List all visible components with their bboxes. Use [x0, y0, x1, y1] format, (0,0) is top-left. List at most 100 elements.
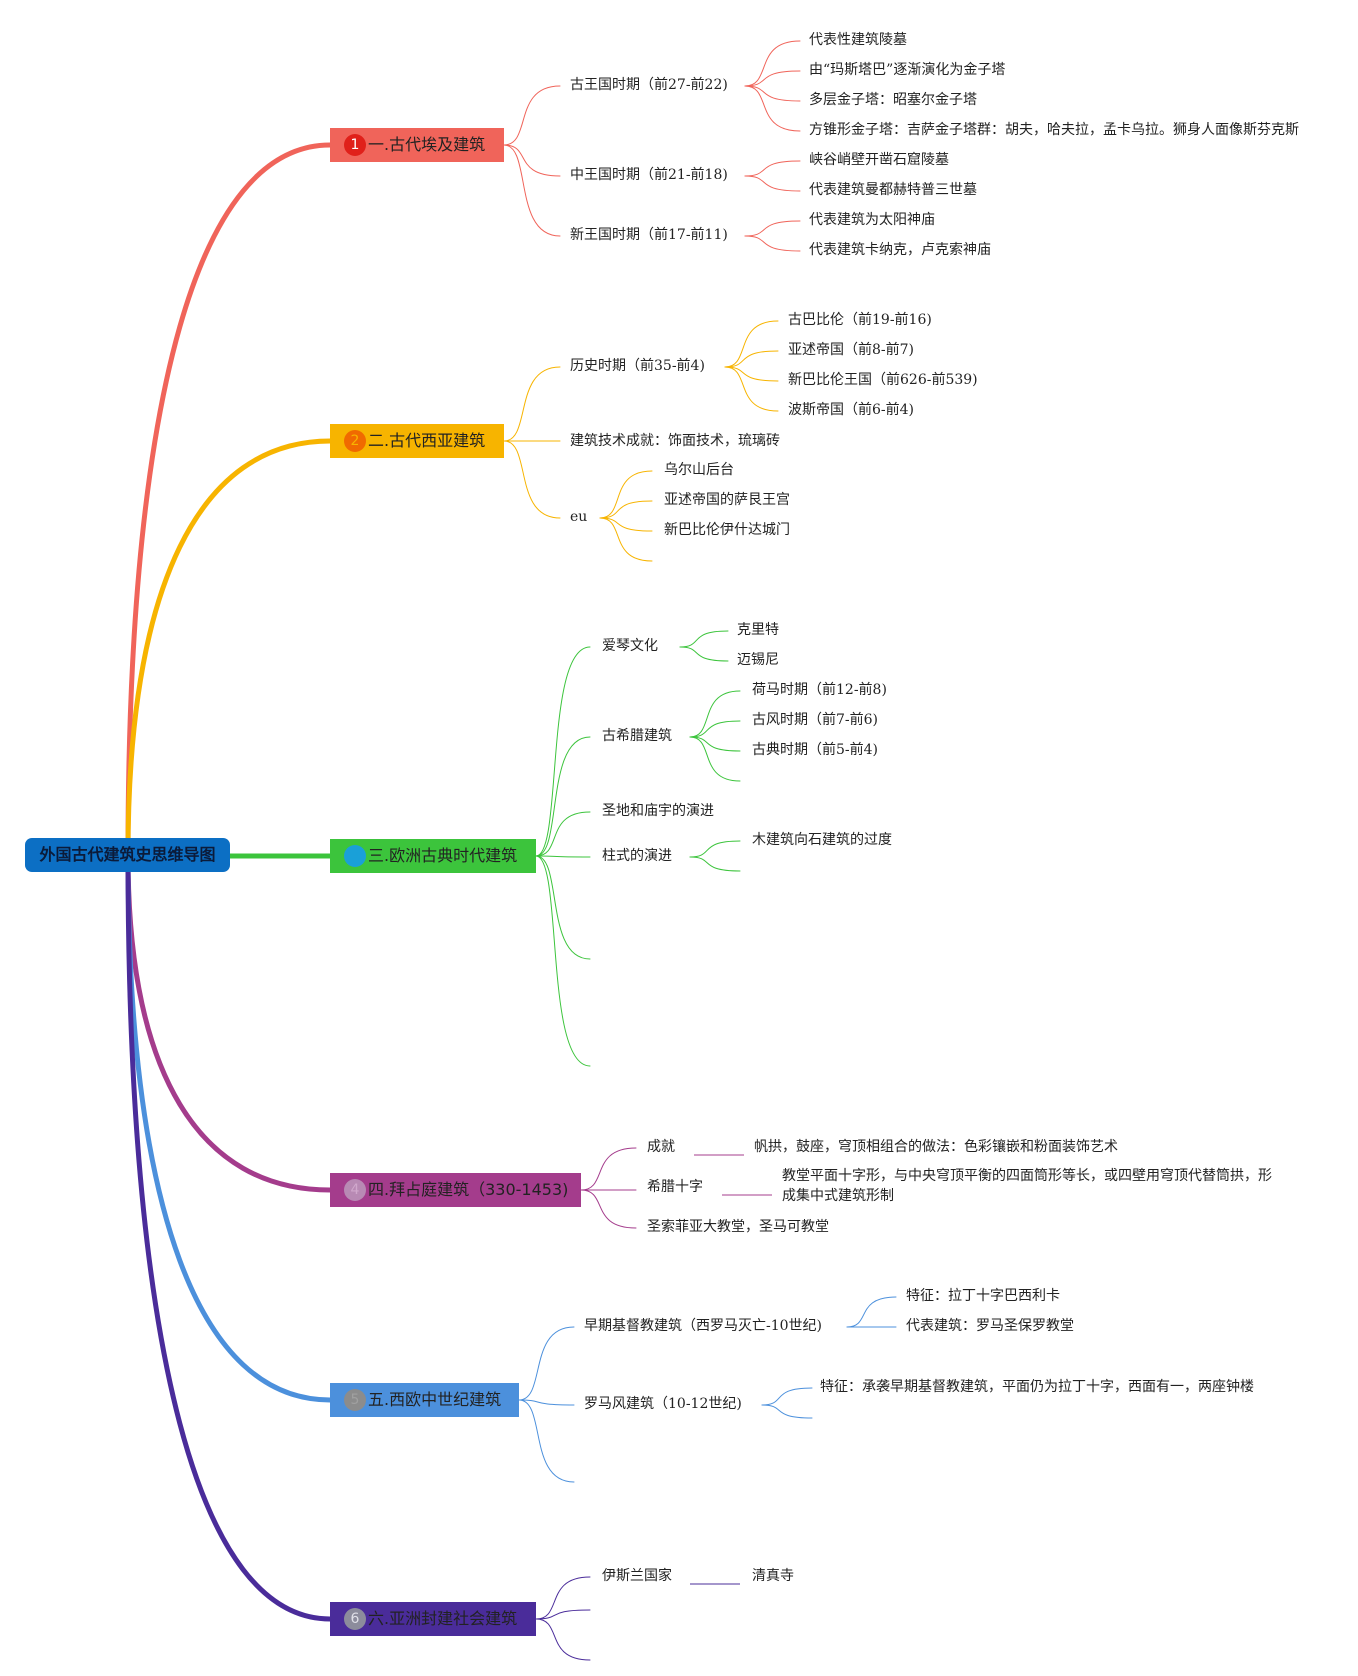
- leaf-node[interactable]: 克里特: [737, 622, 779, 638]
- leaf-node[interactable]: 帆拱，鼓座，穹顶相组合的做法：色彩镶嵌和粉面装饰艺术: [754, 1139, 1118, 1155]
- sub-node-islamic-countries[interactable]: 伊斯兰国家: [602, 1568, 672, 1584]
- leaf-node[interactable]: 教堂平面十字形，与中央穹顶平衡的四面筒形等长，或四壁用穹顶代替筒拱，形成集中式建…: [782, 1168, 1272, 1204]
- leaf-node[interactable]: 木建筑向石建筑的过度: [752, 832, 892, 848]
- leaf-node[interactable]: 新巴比伦王国（前626-前539): [788, 372, 978, 388]
- leaf-node[interactable]: 新巴比伦伊什达城门: [664, 522, 790, 538]
- leaf-node[interactable]: 古巴比伦（前19-前16): [788, 312, 932, 328]
- branch-link: [518, 1399, 575, 1483]
- branch-link: [580, 1147, 637, 1191]
- leaf-node[interactable]: 特征：拉丁十字巴西利卡: [906, 1288, 1060, 1304]
- sub-link: [689, 856, 741, 872]
- branch-link: [535, 1618, 591, 1661]
- sub-node-ancient-greek[interactable]: 古希腊建筑: [602, 728, 672, 744]
- leaf-node[interactable]: 特征：承袭早期基督教建筑，平面仍为拉丁十字，西面有一，两座钟楼: [820, 1379, 1254, 1395]
- sub-node-building-techniques[interactable]: 建筑技术成就：饰面技术，琉璃砖: [570, 433, 780, 449]
- sub-node-historical-periods[interactable]: 历史时期（前35-前4): [570, 358, 705, 374]
- sub-node-romanesque[interactable]: 罗马风建筑（10-12世纪): [584, 1396, 742, 1412]
- sub-link: [744, 160, 801, 177]
- sub-link: [689, 690, 741, 738]
- sub-node-greek-cross[interactable]: 希腊十字: [647, 1179, 703, 1195]
- sub-link: [744, 235, 801, 252]
- leaf-node[interactable]: 多层金子塔：昭塞尔金子塔: [809, 92, 977, 108]
- sub-link: [689, 720, 741, 738]
- root-link-1: [125, 142, 333, 858]
- leaf-node[interactable]: 由“玛斯塔巴”逐渐演化为金子塔: [809, 62, 1006, 78]
- branch-node-ancient-egypt[interactable]: 1 一.古代埃及建筑: [330, 128, 504, 162]
- branch-link: [580, 1189, 637, 1229]
- sub-link: [761, 1404, 813, 1419]
- branch-link: [535, 855, 591, 960]
- sub-node-famous-churches[interactable]: 圣索菲亚大教堂，圣马可教堂: [647, 1219, 829, 1235]
- sub-link: [846, 1296, 897, 1328]
- leaf-node[interactable]: 代表建筑为太阳神庙: [809, 212, 935, 228]
- leaf-node[interactable]: 峡谷峭壁开凿石窟陵墓: [809, 152, 949, 168]
- root-node[interactable]: 外国古代建筑史思维导图: [25, 838, 230, 872]
- sub-node-sanctuaries-temples[interactable]: 圣地和庙宇的演进: [602, 803, 714, 819]
- branch-link: [503, 144, 561, 237]
- sub-node-new-kingdom[interactable]: 新王国时期（前17-前11): [570, 227, 728, 243]
- sub-node-old-kingdom[interactable]: 古王国时期（前27-前22): [570, 77, 728, 93]
- sub-link: [679, 630, 729, 648]
- branch-link: [503, 440, 561, 519]
- sub-link: [761, 1387, 813, 1406]
- leaf-node[interactable]: 亚述帝国的萨艮王宫: [664, 492, 790, 508]
- branch-link: [503, 85, 561, 146]
- branch-label: 二.古代西亚建筑: [368, 431, 486, 450]
- sub-link: [744, 220, 801, 237]
- branch-node-ancient-west-asia[interactable]: 2 二.古代西亚建筑: [330, 424, 504, 458]
- sub-node-early-christian[interactable]: 早期基督教建筑（西罗马灭亡-10世纪): [584, 1318, 823, 1334]
- leaf-node[interactable]: 迈锡尼: [737, 652, 779, 668]
- leaf-node[interactable]: 清真寺: [752, 1568, 794, 1584]
- sub-link: [689, 736, 741, 782]
- branch-link: [535, 646, 591, 857]
- sub-node-aegean-culture[interactable]: 爱琴文化: [602, 638, 658, 654]
- leaf-node[interactable]: 代表建筑：罗马圣保罗教堂: [906, 1318, 1074, 1334]
- branch-node-asian-feudal[interactable]: 6 六.亚洲封建社会建筑: [330, 1602, 536, 1636]
- sub-link: [744, 85, 801, 102]
- leaf-node[interactable]: 乌尔山后台: [664, 462, 734, 478]
- sub-link: [724, 320, 779, 368]
- branch-label: 三.欧洲古典时代建筑: [368, 846, 518, 865]
- branch-number-badge: 2: [344, 430, 366, 452]
- leaf-node[interactable]: 代表性建筑陵墓: [809, 32, 907, 48]
- root-link-2: [125, 438, 333, 858]
- root-link-6: [125, 852, 333, 1622]
- sub-node-column-orders[interactable]: 柱式的演进: [602, 848, 672, 864]
- branch-link: [503, 366, 561, 442]
- sub-link: [599, 500, 653, 519]
- leaf-node[interactable]: 古风时期（前7-前6): [752, 712, 879, 728]
- sub-link: [744, 40, 801, 87]
- branch-link: [535, 855, 591, 858]
- leaf-node[interactable]: 代表建筑曼都赫特普三世墓: [809, 182, 977, 198]
- sub-link: [744, 175, 801, 192]
- branch-link: [518, 1326, 575, 1401]
- sub-link: [689, 840, 741, 858]
- leaf-node[interactable]: 荷马时期（前12-前8): [752, 682, 887, 698]
- branch-link: [535, 736, 591, 857]
- leaf-node[interactable]: 波斯帝国（前6-前4): [788, 402, 915, 418]
- sub-node-achievements[interactable]: 成就: [647, 1139, 675, 1155]
- branch-label: 四.拜占庭建筑（330-1453): [368, 1180, 569, 1199]
- branch-link: [535, 1609, 591, 1620]
- leaf-node[interactable]: 代表建筑卡纳克，卢克索神庙: [809, 242, 991, 258]
- branch-number-badge: 1: [344, 134, 366, 156]
- branch-node-european-classical[interactable]: 3 三.欧洲古典时代建筑: [330, 839, 536, 873]
- branch-node-byzantine[interactable]: 4 四.拜占庭建筑（330-1453): [330, 1173, 581, 1207]
- leaf-node[interactable]: 古典时期（前5-前4): [752, 742, 879, 758]
- branch-number-badge: 5: [344, 1389, 366, 1411]
- sub-link: [724, 350, 779, 368]
- sub-link: [599, 517, 653, 532]
- leaf-node[interactable]: 方锥形金子塔：吉萨金子塔群：胡夫，哈夫拉，孟卡乌拉。狮身人面像斯芬克斯: [809, 122, 1299, 138]
- leaf-node[interactable]: 亚述帝国（前8-前7): [788, 342, 915, 358]
- branch-label: 五.西欧中世纪建筑: [368, 1390, 502, 1409]
- branch-link: [535, 811, 591, 857]
- branch-label: 一.古代埃及建筑: [368, 135, 486, 154]
- sub-node-middle-kingdom[interactable]: 中王国时期（前21-前18): [570, 167, 728, 183]
- branch-label: 六.亚洲封建社会建筑: [368, 1609, 518, 1628]
- root-link-4: [125, 852, 333, 1193]
- branch-node-western-medieval[interactable]: 5 五.西欧中世纪建筑: [330, 1383, 519, 1417]
- sub-node-eu[interactable]: eu: [570, 509, 588, 525]
- sub-link: [744, 85, 801, 132]
- sub-link: [679, 646, 729, 662]
